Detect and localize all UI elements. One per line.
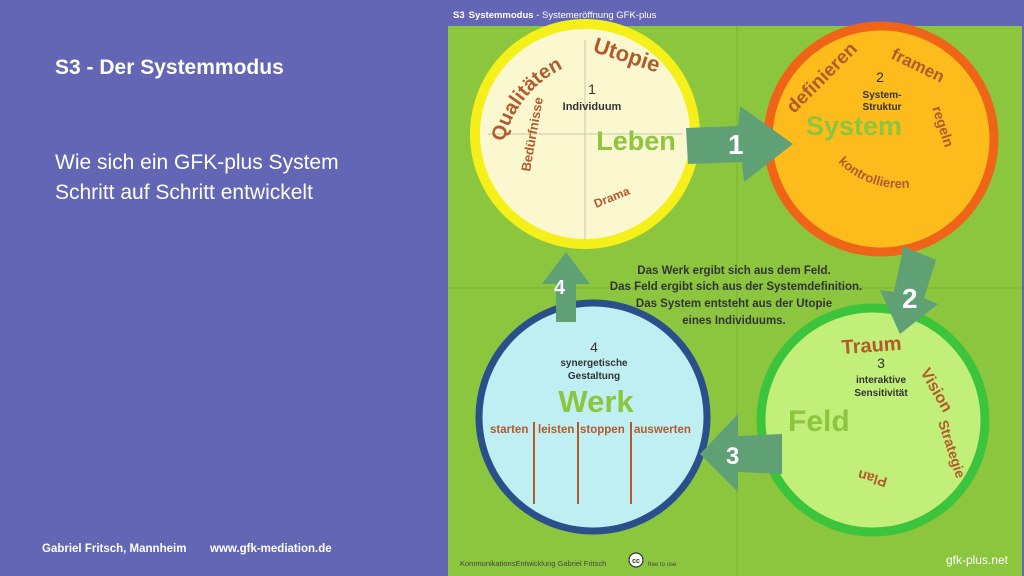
circle2-number: 2 <box>876 69 884 85</box>
circle4-number: 4 <box>590 339 598 355</box>
arrow-2: 2 <box>880 246 938 334</box>
step-starten: starten <box>490 424 528 436</box>
subtitle-line-2: Schritt auf Schritt entwickelt <box>55 181 313 204</box>
footer-author: Gabriel Fritsch, Mannheim <box>42 543 187 555</box>
circle2-label-1: System- <box>863 90 902 101</box>
cc-note: free to use <box>648 562 677 568</box>
circle2-big: System <box>806 111 902 141</box>
circle2-label-2: Struktur <box>863 102 902 113</box>
circle4-label-2: Gestaltung <box>568 371 620 382</box>
step-stoppen: stoppen <box>580 424 625 436</box>
circle3-label-2: Sensitivität <box>854 388 908 399</box>
arrow-3: 3 <box>700 414 782 492</box>
step-auswerten: auswerten <box>634 424 691 436</box>
center-line-3: Das System entsteht aus der Utopie <box>636 298 832 310</box>
arc-traum: Traum <box>841 333 902 359</box>
subtitle-line-1: Wie sich ein GFK-plus System <box>55 151 339 174</box>
svg-text:cc: cc <box>632 558 640 565</box>
center-text: Das Werk ergibt sich aus dem Feld. Das F… <box>610 265 862 327</box>
center-line-2: Das Feld ergibt sich aus der Systemdefin… <box>610 281 862 293</box>
circle-individuum: 1 Individuum Leben Qualitäten Utopie Bed… <box>470 19 700 249</box>
circle-system: 2 System- Struktur System definieren fra… <box>763 21 999 257</box>
center-line-4: eines Individuums. <box>682 315 786 327</box>
footer-url[interactable]: www.gfk-mediation.de <box>210 543 332 555</box>
circle3-big: Feld <box>788 405 850 438</box>
circle4-label-1: synergetische <box>560 358 628 369</box>
circle4-big: Werk <box>558 384 634 419</box>
cc-icon: cc <box>628 552 644 568</box>
circle1-label: Individuum <box>563 101 622 113</box>
slide-title: S3 - Der Systemmodus <box>55 56 284 79</box>
arrow-4: 4 <box>542 252 590 322</box>
step-leisten: leisten <box>538 424 574 436</box>
center-line-1: Das Werk ergibt sich aus dem Feld. <box>637 265 830 277</box>
circle3-label-1: interaktive <box>856 375 906 386</box>
svg-text:3: 3 <box>726 443 739 470</box>
circle-werk: 4 synergetische Gestaltung Werk starten … <box>475 299 711 535</box>
diagram-site-label: gfk-plus.net <box>946 553 1009 567</box>
circle1-number: 1 <box>588 81 596 97</box>
svg-text:2: 2 <box>902 283 918 314</box>
circle3-number: 3 <box>877 355 885 371</box>
circle-feld: Traum 3 interaktive Sensitivität Feld Vi… <box>756 303 990 537</box>
circle1-big: Leben <box>596 126 676 156</box>
svg-text:1: 1 <box>728 129 744 160</box>
diagram-credit: KommunikationsEntwicklung Gabriel Fritsc… <box>460 559 606 568</box>
arrow-1: 1 <box>686 106 793 182</box>
svg-text:4: 4 <box>554 277 566 299</box>
arc-plan: Plan <box>856 467 889 491</box>
slide-subtitle: Wie sich ein GFK-plus System Schritt auf… <box>55 148 339 208</box>
diagram-tab <box>448 2 646 26</box>
